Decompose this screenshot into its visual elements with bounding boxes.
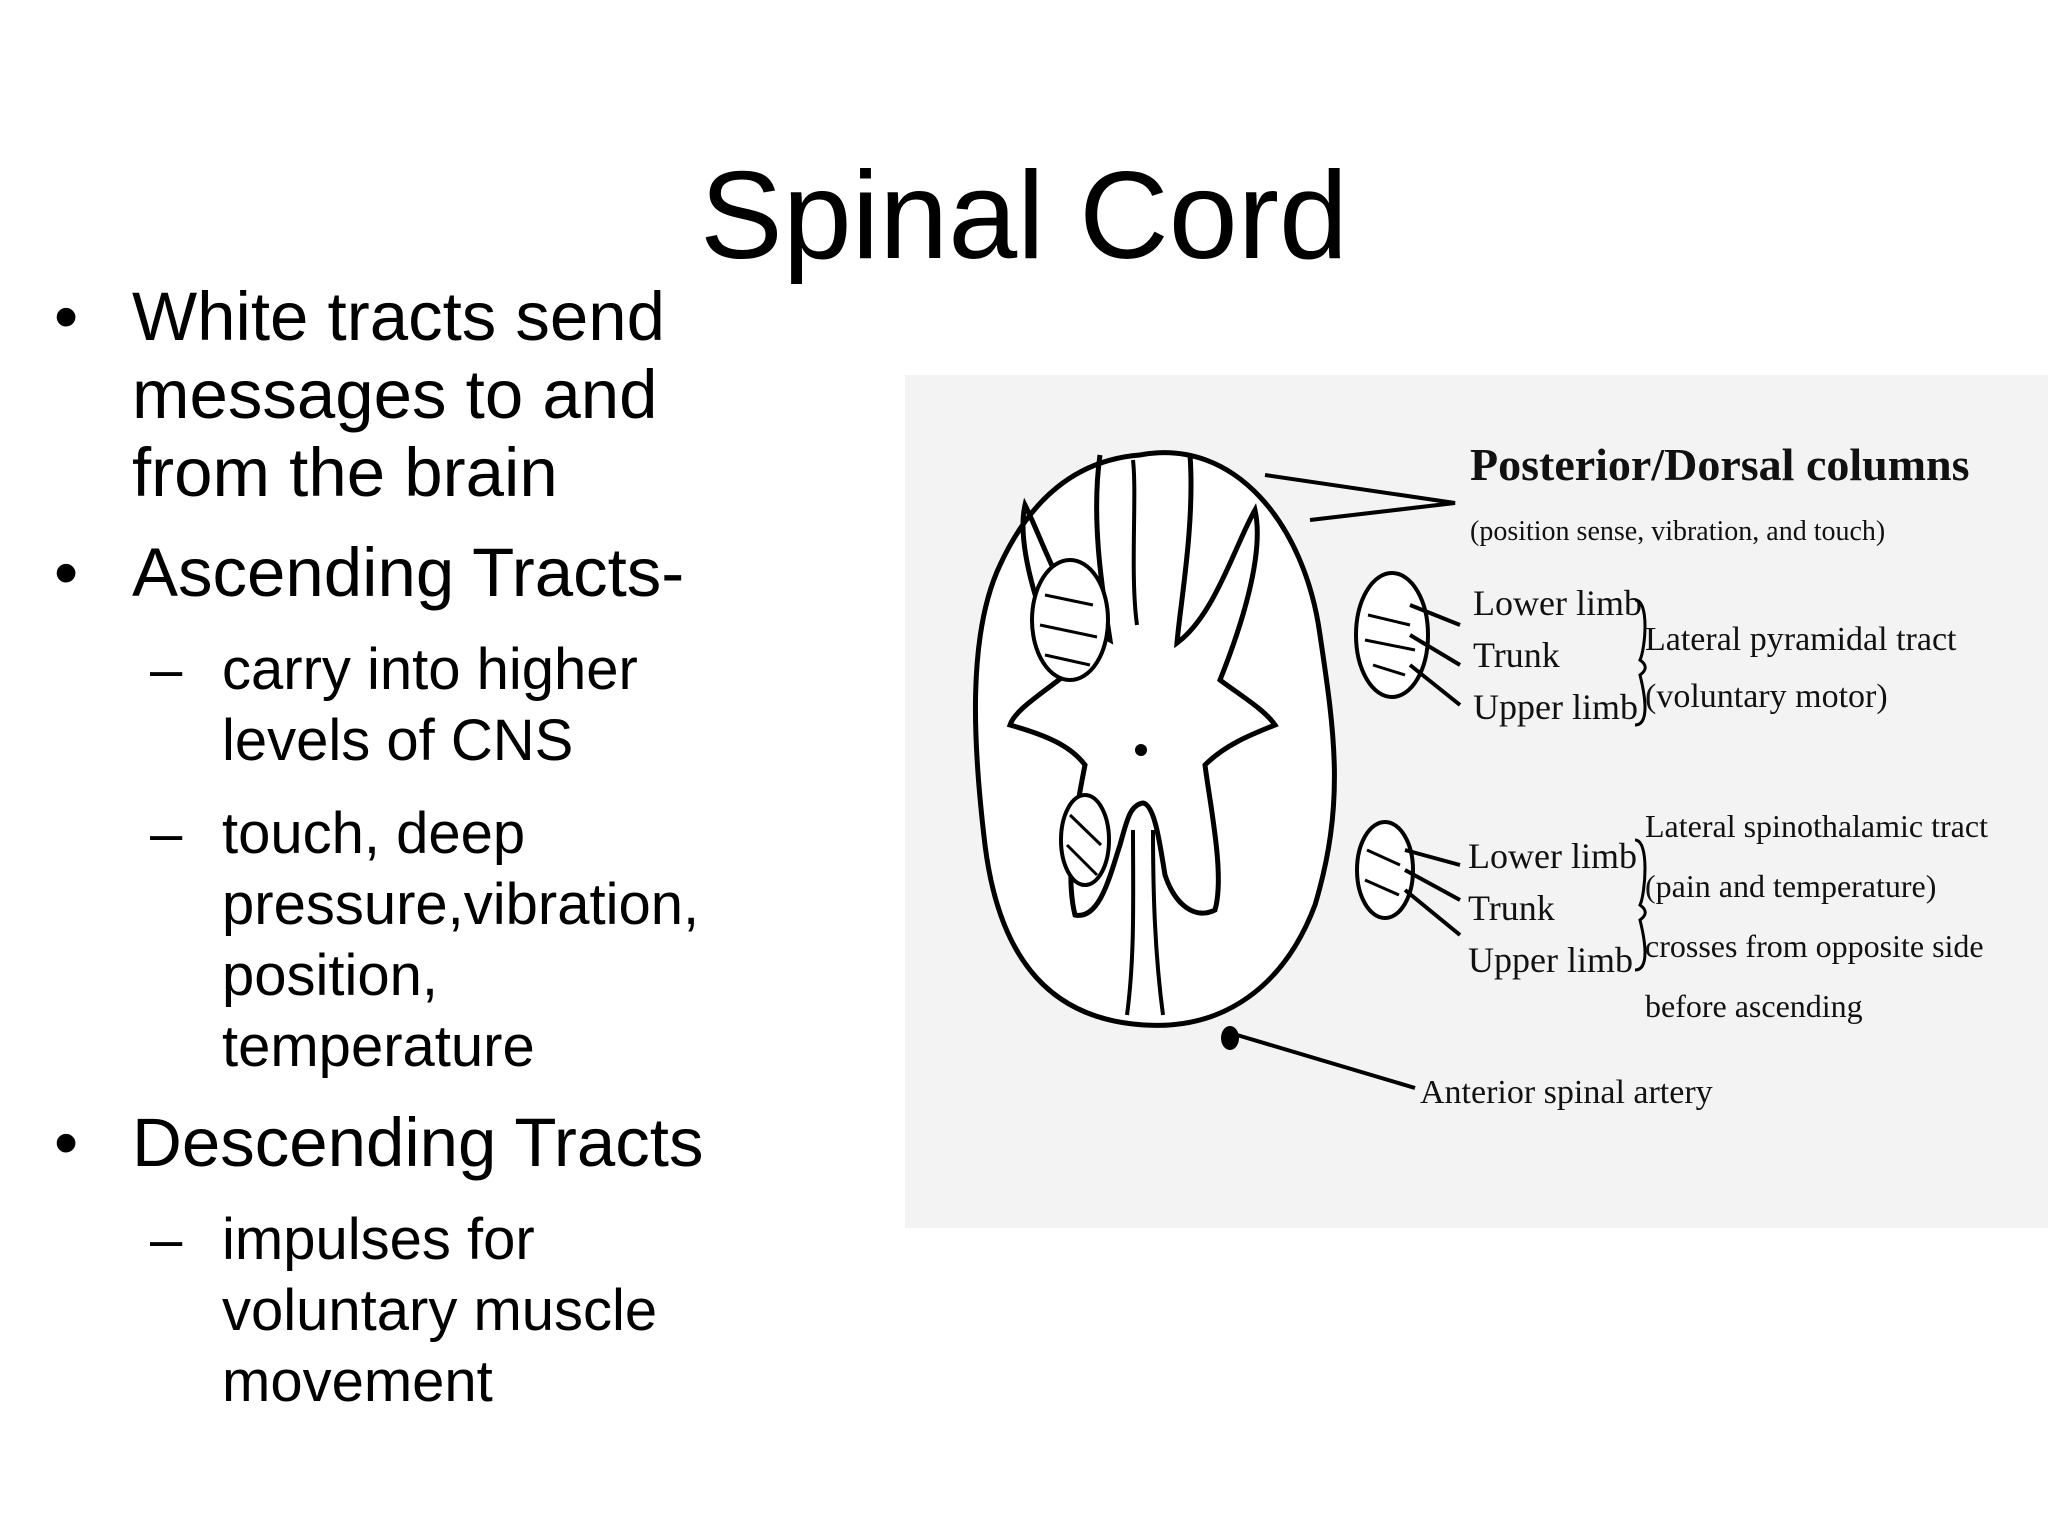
anterior-spinal-artery-label: Anterior spinal artery [1420,1074,1713,1111]
tract-left-lower [1059,793,1111,887]
spinal-cord-cross-section: Posterior/Dorsal columns (position sense… [972,439,1988,1111]
pyramidal-limb-lower: Lower limb [1473,583,1642,623]
dash-icon: – [150,801,183,866]
sub-bullet-item: – carry into higher levels of CNS [50,634,810,776]
posterior-columns-note: (position sense, vibration, and touch) [1470,516,1885,547]
tract-left-upper [1030,558,1110,682]
pyramidal-limb-trunk: Trunk [1473,635,1560,675]
spinothalamic-limb-upper: Upper limb [1468,940,1633,980]
bullet-item: • White tracts send messages to and from… [50,278,810,512]
dash-icon: – [150,1207,183,1272]
spinothalamic-brace [1634,838,1647,972]
bullet-item: • Descending Tracts [50,1104,810,1182]
sub-bullet-line: touch, deep [222,801,526,866]
gray-matter [1006,454,1279,918]
bullet-line: White tracts send [132,278,666,355]
slide-title: Spinal Cord [700,147,1348,285]
anterior-median-fissure [1125,829,1165,1016]
pyramidal-tract-note: (voluntary motor) [1645,678,1888,715]
sub-bullet-line: impulses for [222,1207,535,1272]
bullet-line: messages to and [132,356,658,433]
sub-bullet-line: carry into higher [222,637,638,702]
sub-bullet-line: movement [222,1349,493,1414]
dash-icon: – [150,637,183,702]
tract-right-spinothalamic [1355,820,1415,920]
central-canal [1135,744,1147,756]
sub-bullet-item: – impulses for voluntary muscle movement [50,1204,810,1417]
anterior-spinal-artery [1221,1026,1239,1050]
tract-right-pyramidal [1354,571,1430,699]
spinothalamic-tract-note: (pain and temperature) [1645,868,1936,904]
sub-bullet-line: position, [222,943,439,1008]
posterior-median-septum [1131,459,1139,626]
sub-bullet-line: levels of CNS [222,708,574,773]
spinothalamic-limb-lower: Lower limb [1468,836,1637,876]
posterior-columns-label: Posterior/Dorsal columns [1470,439,1970,490]
bullet-item: • Ascending Tracts- [50,534,810,612]
pyramidal-tract-name: Lateral pyramidal tract [1645,621,1957,658]
bullet-line: from the brain [132,434,558,511]
sub-bullet-line: voluntary muscle [222,1278,658,1343]
spinal-cord-diagram: Posterior/Dorsal columns (position sense… [905,375,2048,1228]
bullet-line: Descending Tracts [132,1104,704,1181]
spinothalamic-tract-note2: crosses from opposite side [1645,928,1984,964]
sub-bullet-item: – touch, deep pressure,vibration, positi… [50,798,810,1082]
bullet-dot-icon: • [54,534,79,611]
leader-lines [1236,473,1462,1090]
bullet-list: • White tracts send messages to and from… [50,278,810,1439]
sub-bullet-line: temperature [222,1014,535,1079]
pyramidal-brace [1634,598,1647,727]
bullet-line: Ascending Tracts- [132,534,685,611]
bullet-dot-icon: • [54,1104,79,1181]
spinothalamic-tract-name: Lateral spinothalamic tract [1645,808,1988,844]
spinothalamic-limb-trunk: Trunk [1468,888,1555,928]
spinothalamic-tract-note3: before ascending [1645,988,1863,1024]
pyramidal-limb-upper: Upper limb [1473,687,1638,727]
sub-bullet-line: pressure,vibration, [222,872,700,937]
bullet-dot-icon: • [54,278,79,355]
